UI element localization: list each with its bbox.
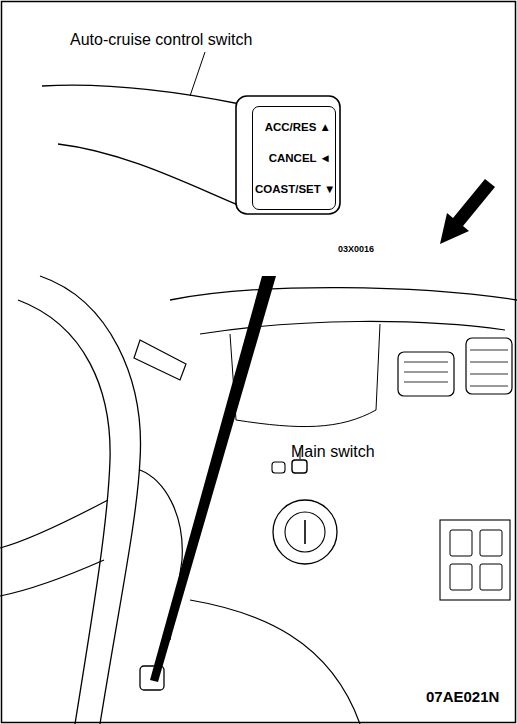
ignition-bezel <box>273 500 337 564</box>
meter-hood <box>170 288 517 300</box>
vent-slat <box>404 362 448 382</box>
meter-opening <box>236 410 376 427</box>
switch-position-text: CANCEL ◄ <box>255 151 331 165</box>
switch-position-text: ACC/RES ▲ <box>255 120 331 134</box>
steering-wheel-rim <box>18 300 110 724</box>
lever-outline <box>42 85 240 104</box>
part-label: Auto-cruise control switch <box>70 31 252 49</box>
key-slot <box>304 520 306 544</box>
callout-wedge <box>150 276 276 682</box>
leader-line <box>190 52 205 96</box>
steering-wheel-spoke <box>0 500 108 548</box>
ignition-cylinder <box>285 512 325 552</box>
switch-button <box>272 462 285 473</box>
figure-code: 03X0016 <box>338 244 374 254</box>
steering-wheel-spoke <box>0 560 104 596</box>
dash-lower-edge <box>190 600 360 724</box>
direction-arrow <box>440 179 495 244</box>
air-vent <box>466 338 512 394</box>
panel-switch <box>480 530 502 556</box>
panel-switch <box>480 564 502 590</box>
switch-panel <box>440 520 510 600</box>
part-label: Main switch <box>291 443 375 461</box>
lever-head <box>236 96 340 214</box>
meter-hood <box>200 321 505 334</box>
lever-outline <box>58 144 238 205</box>
main-switch-button <box>292 460 307 473</box>
vent-slat <box>470 350 508 386</box>
switch-position-text: COAST/SET ▼ <box>255 182 331 196</box>
figure-code: 07AE021N <box>426 688 499 705</box>
panel-switch <box>450 530 472 556</box>
steering-wheel-rim <box>40 276 140 724</box>
air-vent <box>398 352 454 396</box>
combination-switch-lever <box>134 340 186 380</box>
switch-panel: ACC/RES ▲ CANCEL ◄ COAST/SET ▼ <box>252 106 336 210</box>
panel-switch <box>450 564 472 590</box>
